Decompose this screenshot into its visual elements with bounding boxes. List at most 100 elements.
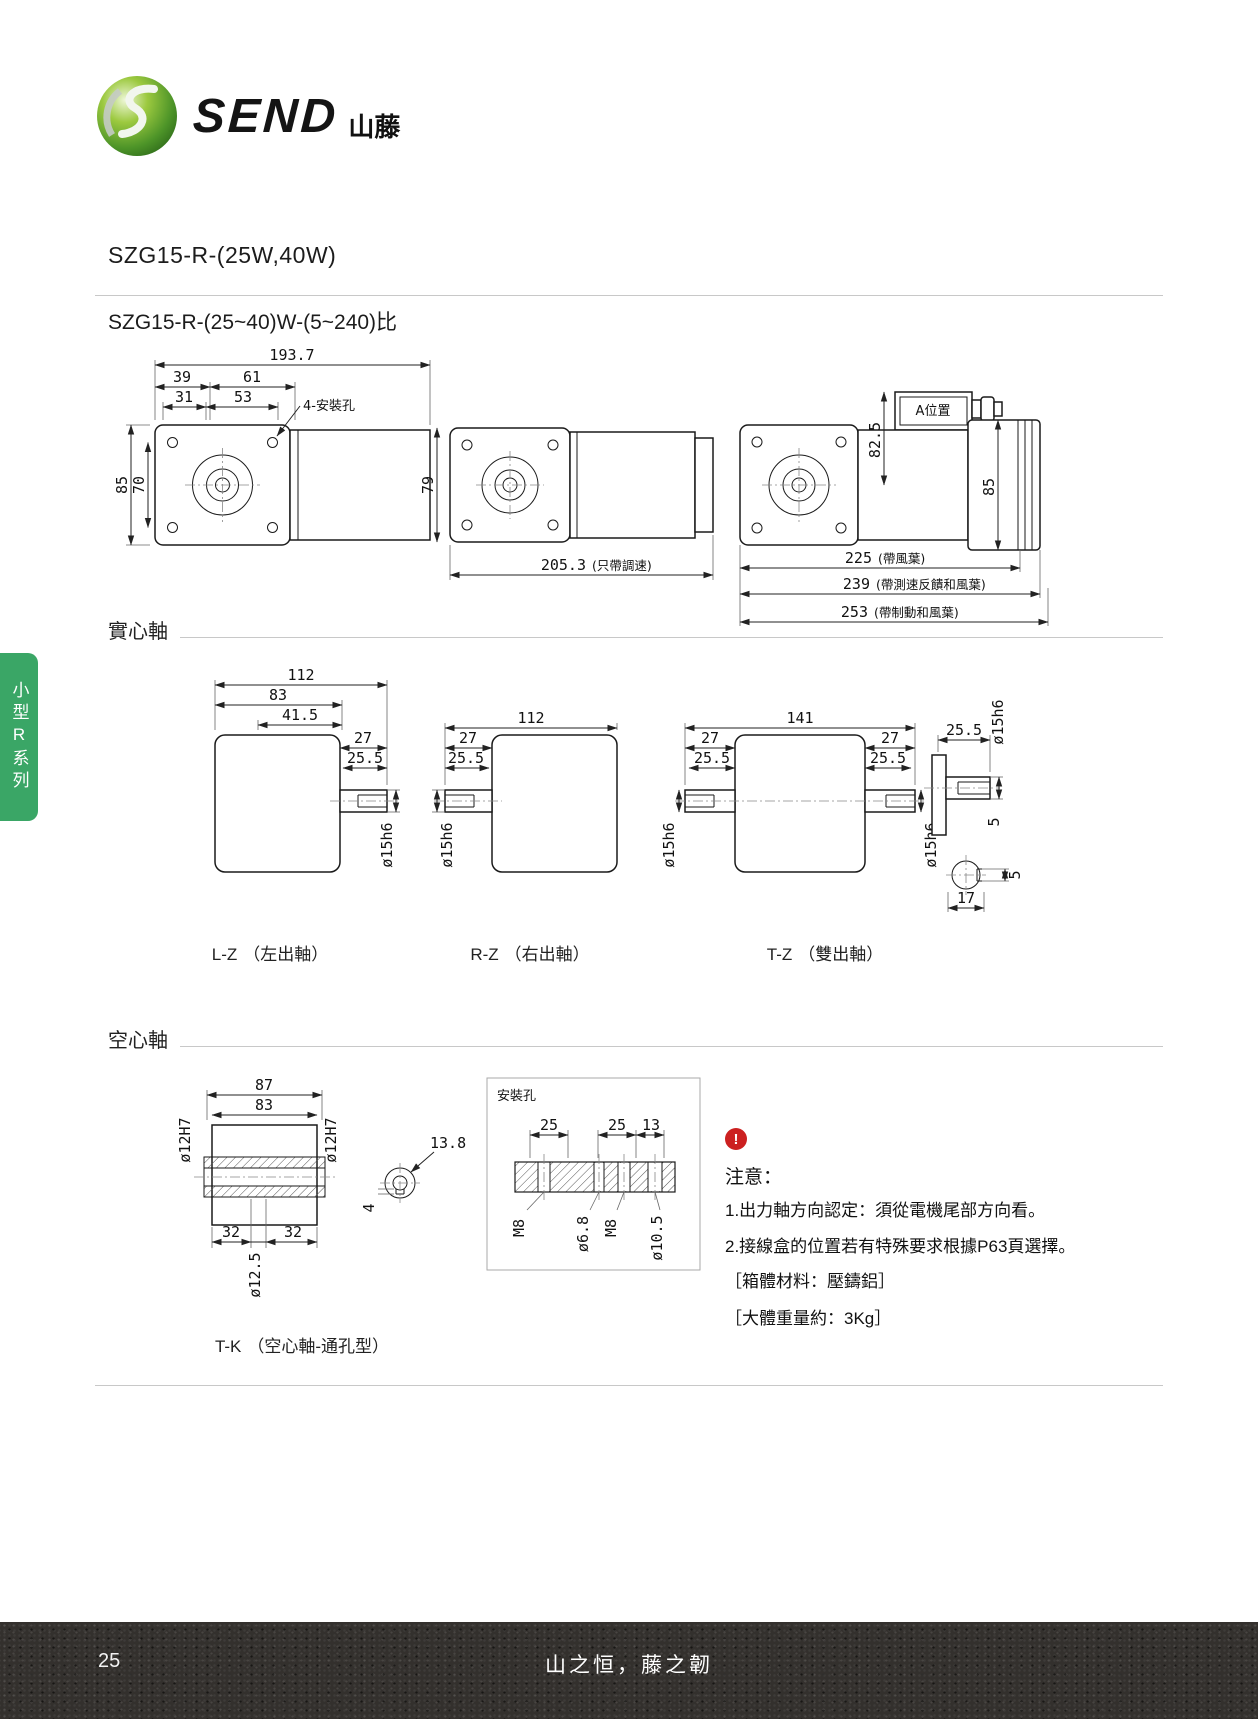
tk-view <box>194 1124 335 1226</box>
dim-225-note: (帶風葉) <box>878 551 925 566</box>
dim-253: 253 <box>841 603 868 621</box>
dim-85-left: 85 <box>113 476 131 494</box>
rz-caption-code: R-Z <box>470 945 499 964</box>
notice-block: ! 注意： 1.出力軸方向認定：須從電機尾部方向看。 2.接線盒的位置若有特殊要… <box>725 1128 1160 1344</box>
tk-dim-83: 83 <box>255 1096 273 1114</box>
detail-dim-5-key: 5 <box>985 817 1003 826</box>
dim-31: 31 <box>175 388 193 406</box>
title-divider <box>95 295 1163 296</box>
mount-thread-m8a: M8 <box>510 1219 528 1237</box>
notice-line-1: 1.出力軸方向認定：須從電機尾部方向看。 <box>725 1201 1046 1220</box>
tz-caption-note: （雙出軸） <box>798 945 884 964</box>
brand-wordmark: SEND <box>191 89 340 143</box>
tk-caption-note: （空心軸-通孔型） <box>247 1337 390 1356</box>
model-subtitle: SZG15-R-(25~40)W-(5~240)比 <box>108 311 398 334</box>
rz-dim-112: 112 <box>517 709 544 727</box>
tk-dim-32-right: 32 <box>284 1223 302 1241</box>
rz-caption: R-Z （右出軸） <box>428 940 632 965</box>
dims-rz: 112 27 25.5 ø15h6 <box>432 709 618 868</box>
motor-view-middle <box>449 427 714 543</box>
dim-85-right: 85 <box>980 478 998 496</box>
section-heading-solid: 實心軸 <box>108 621 168 643</box>
dims-view-right: 82.5 85 225 (帶風葉) 239 (帶測速反饋和風葉) 253 (帶制… <box>739 391 1049 626</box>
mount-dim-25a: 25 <box>540 1116 558 1134</box>
dim-53: 53 <box>234 388 252 406</box>
footer-slogan: 山之恒，藤之韌 <box>545 1654 713 1677</box>
rz-dim-25-5: 25.5 <box>448 749 484 767</box>
dim-253-note: (帶制動和風葉) <box>874 605 959 620</box>
page-footer: 25 山之恒，藤之韌 <box>0 1622 1258 1719</box>
tk-caption-code: T-K <box>214 1337 242 1356</box>
bottom-divider <box>95 1385 1163 1386</box>
dim-239-note: (帶測速反饋和風葉) <box>876 577 986 592</box>
tz-dim-25-5-left: 25.5 <box>694 749 730 767</box>
tz-caption: T-Z （雙出軸） <box>723 940 927 965</box>
notice-line-2: 2.接線盒的位置若有特殊要求根據P63頁選擇。 <box>725 1236 1076 1256</box>
dim-225: 225 <box>845 549 872 567</box>
brand-logo: SEND 山藤 <box>95 74 400 158</box>
dim-82-5: 82.5 <box>866 422 884 458</box>
brand-cjk-text: 山藤 <box>348 111 401 142</box>
tk-caption: T-K （空心軸-通孔型） <box>167 1332 437 1357</box>
dim-total-length: 193.7 <box>269 346 314 364</box>
dim-239: 239 <box>843 575 870 593</box>
dims-lz: 112 83 41.5 27 25.5 ø15h6 <box>214 666 400 868</box>
series-tab-label: 小型R系列 <box>9 681 29 793</box>
dims-view-middle: 79 205.3 (只帶調速) <box>419 427 714 580</box>
dim-205-3: 205.3 <box>541 556 586 574</box>
tk-dim-dia-12-5: ø12.5 <box>246 1252 264 1297</box>
notice-material: ［箱體材料：壓鑄鋁］ <box>725 1272 895 1292</box>
lz-caption-note: （左出軸） <box>243 945 329 964</box>
mount-hole-box: 安裝孔 25 25 13 M8 ø6.8 M8 ø10.5 <box>486 1077 701 1271</box>
shaft-detail-view <box>924 754 1000 895</box>
series-tab: 小型R系列 <box>0 653 38 821</box>
tz-caption-code: T-Z <box>766 945 793 964</box>
rz-dim-27: 27 <box>459 729 477 747</box>
lz-dim-27: 27 <box>354 729 372 747</box>
globe-logo-icon <box>97 76 177 156</box>
hollow-shaft-drawings: 87 83 ø12H7 ø12H7 32 32 ø12.5 13.8 4 <box>176 1076 701 1298</box>
tk-dim-32-left: 32 <box>222 1223 240 1241</box>
lz-dim-41-5: 41.5 <box>282 706 318 724</box>
tk-dim-13-8: 13.8 <box>430 1134 466 1152</box>
overview-drawings: 193.7 39 61 31 53 4-安裝孔 85 70 <box>113 346 1049 626</box>
section-heading-hollow: 空心軸 <box>108 1030 168 1052</box>
section-rule-hollow <box>180 1046 1163 1047</box>
tz-shaft-dia-left: ø15h6 <box>660 822 678 867</box>
notice-weight: ［大體重量約：3Kg］ <box>725 1308 892 1328</box>
detail-dim-17: 17 <box>957 889 975 907</box>
lz-caption: L-Z （左出軸） <box>168 940 372 965</box>
lz-dim-112: 112 <box>287 666 314 684</box>
solid-shaft-drawings: 112 83 41.5 27 25.5 ø15h6 112 <box>214 666 1024 912</box>
rz-view <box>434 734 618 873</box>
lz-view <box>214 734 398 873</box>
page-title: SZG15-R-(25W,40W) <box>108 242 337 268</box>
page-number: 25 <box>98 1650 121 1672</box>
mount-dim-25b: 25 <box>608 1116 626 1134</box>
dim-61: 61 <box>243 368 261 386</box>
detail-dim-25-5: 25.5 <box>946 721 982 739</box>
tk-dim-87: 87 <box>255 1076 273 1094</box>
rz-shaft-dia: ø15h6 <box>438 822 456 867</box>
tk-end-detail: 13.8 4 <box>360 1134 466 1213</box>
lz-dim-83: 83 <box>269 686 287 704</box>
mount-hole-title: 安裝孔 <box>497 1089 536 1104</box>
section-rule-solid <box>180 637 1163 638</box>
dims-tz: 141 27 25.5 27 25.5 ø15h6 ø15h6 <box>660 709 940 868</box>
motor-view-right: A位置 <box>739 391 1041 551</box>
alert-icon: ! <box>725 1128 747 1150</box>
motor-view-left <box>154 424 431 546</box>
dim-39: 39 <box>173 368 191 386</box>
detail-dim-5-end: 5 <box>1006 870 1024 879</box>
mount-thread-m8b: M8 <box>602 1219 620 1237</box>
lz-dim-25-5: 25.5 <box>347 749 383 767</box>
tk-bore-dia-left: ø12H7 <box>176 1117 194 1162</box>
tz-dim-141: 141 <box>786 709 813 727</box>
dims-tk: 87 83 ø12H7 ø12H7 32 32 ø12.5 <box>176 1076 340 1298</box>
dim-70: 70 <box>130 476 148 494</box>
mount-dia-10-5: ø10.5 <box>648 1215 666 1260</box>
rz-caption-note: （右出軸） <box>504 945 590 964</box>
lz-caption-code: L-Z <box>211 945 238 964</box>
notice-title: 注意： <box>725 1167 783 1188</box>
